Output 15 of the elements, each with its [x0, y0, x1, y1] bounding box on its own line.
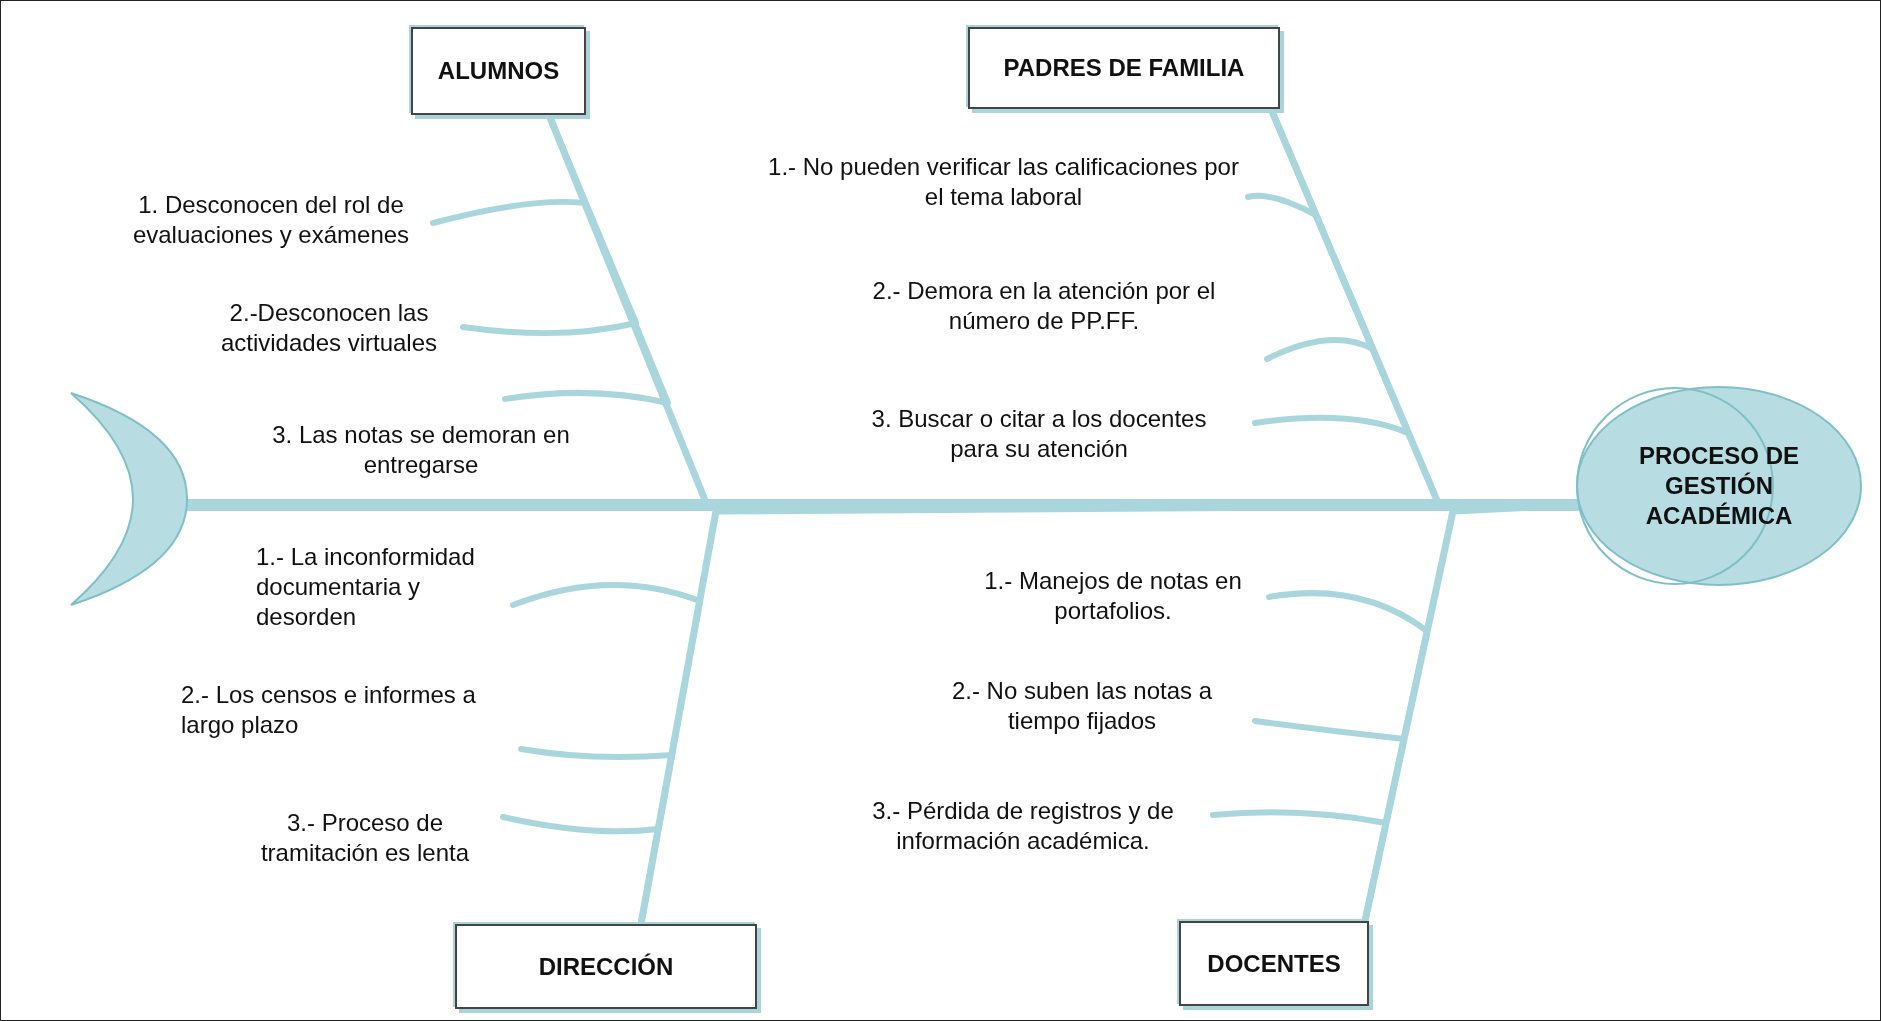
cause-text: 3.- Proceso de tramitación es lenta [245, 807, 485, 869]
cause-text: 3. Las notas se demoran en entregarse [251, 419, 591, 481]
cause-text: 1. Desconocen del rol de evaluaciones y exámenes [111, 189, 431, 251]
cause-bone [1210, 809, 1389, 924]
cause-text: 1.- Manejos de notas en portafolios. [963, 565, 1263, 627]
cause-text: 3.- Pérdida de registros y de información académica. [853, 795, 1193, 857]
cause-text: 1.- La inconformidad documentaria y desorden [256, 541, 506, 633]
cause-text: 2.- No suben las notas a tiempo fijados [937, 675, 1227, 737]
cause-text: 1.- No pueden verificar las calificaciones por el tema laboral [761, 151, 1246, 213]
cause-text: 3. Buscar o citar a los docentes para su atención [849, 403, 1229, 465]
cause-text: 2.- Los censos e informes a largo plazo [181, 679, 516, 741]
fish-tail [69, 391, 191, 607]
cause-text: 2.-Desconocen las actividades virtuales [197, 297, 461, 359]
cause-text: 2.- Demora en la atención por el número de PP.FF. [849, 275, 1239, 337]
effect-ellipse: PROCESO DE GESTIÓN ACADÉMICA [1575, 385, 1863, 587]
